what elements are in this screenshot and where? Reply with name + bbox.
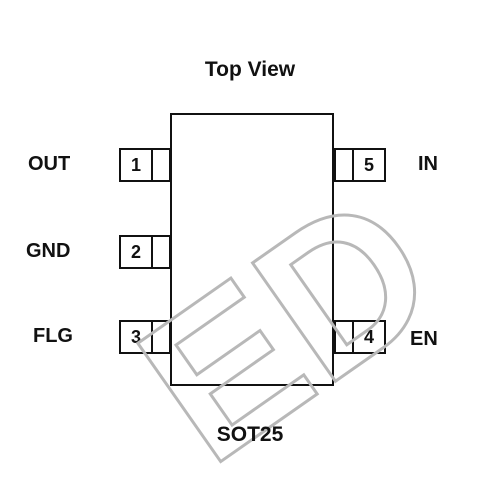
pin-label-en: EN xyxy=(410,328,438,350)
pin-4: 4 xyxy=(334,320,386,354)
pin-1: 1 xyxy=(119,148,171,182)
pin-label-flg: FLG xyxy=(33,325,73,347)
pin-label-gnd: GND xyxy=(26,240,71,262)
pin-divider xyxy=(151,322,153,352)
pin-label-out: OUT xyxy=(28,153,71,175)
pin-number: 2 xyxy=(130,242,141,262)
chip-body xyxy=(170,113,334,386)
pin-divider xyxy=(352,150,354,180)
pin-divider xyxy=(352,322,354,352)
diagram-title: Top View xyxy=(204,58,296,81)
pin-divider xyxy=(151,150,153,180)
package-label: SOT25 xyxy=(216,423,284,446)
pin-divider xyxy=(151,237,153,267)
pin-2: 2 xyxy=(119,235,171,269)
pin-5: 5 xyxy=(334,148,386,182)
pin-number: 1 xyxy=(130,155,141,175)
pin-number: 3 xyxy=(130,327,141,347)
pin-number: 4 xyxy=(363,327,374,347)
pin-label-in: IN xyxy=(418,153,438,175)
pin-3: 3 xyxy=(119,320,171,354)
pin-number: 5 xyxy=(363,155,374,175)
